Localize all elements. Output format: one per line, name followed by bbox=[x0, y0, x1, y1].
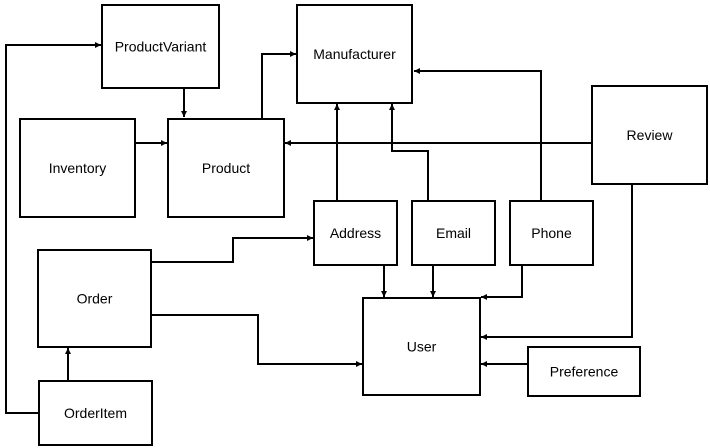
connectors bbox=[5, 42, 633, 414]
node-label: Address bbox=[330, 225, 381, 241]
node-label: Review bbox=[627, 127, 674, 143]
node-address[interactable]: Address bbox=[313, 200, 398, 266]
node-label: Email bbox=[436, 225, 471, 241]
node-product[interactable]: Product bbox=[167, 118, 285, 218]
node-label: Order bbox=[77, 291, 113, 307]
node-label: User bbox=[407, 339, 437, 355]
node-label: ProductVariant bbox=[115, 39, 207, 55]
edge-order-address bbox=[152, 235, 313, 263]
node-label: OrderItem bbox=[64, 405, 127, 421]
node-review[interactable]: Review bbox=[591, 85, 708, 185]
node-label: Phone bbox=[531, 225, 572, 241]
node-order[interactable]: Order bbox=[37, 249, 152, 348]
node-preference[interactable]: Preference bbox=[527, 346, 641, 397]
node-label: Preference bbox=[550, 364, 619, 380]
node-manufacturer[interactable]: Manufacturer bbox=[296, 4, 413, 104]
node-phone[interactable]: Phone bbox=[509, 200, 594, 266]
node-label: Inventory bbox=[49, 160, 107, 176]
edge-product-manufacturer bbox=[261, 51, 296, 118]
edge-phone-user bbox=[481, 266, 523, 300]
edge-order-user bbox=[152, 314, 362, 367]
edge-orderitem-productvariant bbox=[5, 42, 101, 414]
node-email[interactable]: Email bbox=[411, 200, 496, 266]
node-orderitem[interactable]: OrderItem bbox=[38, 380, 153, 446]
edge-email-manufacturer bbox=[389, 104, 429, 200]
node-productvariant[interactable]: ProductVariant bbox=[101, 4, 220, 89]
node-inventory[interactable]: Inventory bbox=[19, 118, 136, 218]
node-label: Product bbox=[202, 160, 250, 176]
node-user[interactable]: User bbox=[362, 297, 481, 396]
node-label: Manufacturer bbox=[313, 46, 396, 62]
edge-phone-manufacturer bbox=[414, 68, 542, 200]
edge-review-user bbox=[481, 185, 633, 340]
